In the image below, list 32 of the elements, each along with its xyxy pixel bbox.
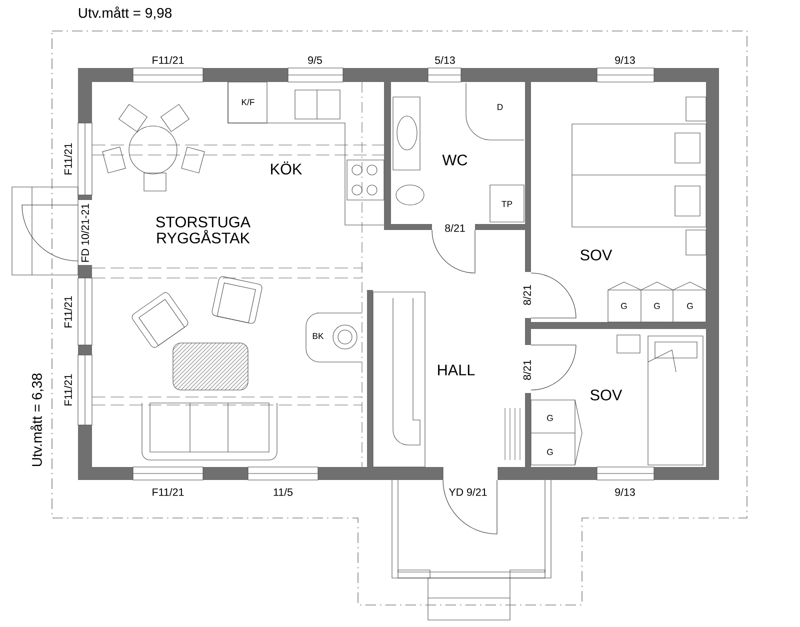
room-label: HALL bbox=[438, 364, 475, 376]
fixture-label: D bbox=[498, 104, 503, 110]
fixture-label: G bbox=[547, 414, 553, 422]
room-label: SOV bbox=[590, 390, 622, 400]
dimension-label: Utv.mått = 9,98 bbox=[78, 6, 172, 20]
room-label: SOV bbox=[580, 250, 612, 260]
fixture-label: G bbox=[687, 302, 693, 310]
door-label: YD 9/21 bbox=[448, 488, 487, 496]
dimension-label: Utv.mått = 6,38 bbox=[30, 373, 44, 466]
window-label: 9/5 bbox=[308, 56, 322, 64]
window-label: F11/21 bbox=[152, 56, 184, 64]
room-label: WC bbox=[442, 154, 468, 166]
window-label: F11/21 bbox=[64, 143, 72, 174]
window-label: 9/13 bbox=[615, 488, 635, 496]
fixture-label: K/F bbox=[242, 98, 254, 106]
window-label: F11/21 bbox=[64, 296, 72, 328]
window-label: 9/13 bbox=[615, 56, 635, 64]
fixture-label: BK bbox=[312, 333, 324, 339]
fixture-label: G bbox=[621, 302, 627, 310]
door-label: 8/21 bbox=[523, 285, 531, 305]
fixture-label: G bbox=[654, 302, 660, 310]
fixture-label: TP bbox=[502, 201, 512, 207]
room-label: STORSTUGA RYGGÅSTAK bbox=[156, 216, 251, 244]
room-label: KÖK bbox=[271, 162, 302, 174]
window-label: 11/5 bbox=[274, 488, 293, 496]
window-label: F11/21 bbox=[152, 488, 184, 496]
door-label: 8/21 bbox=[523, 360, 531, 380]
door-label: FD 10/21-21 bbox=[81, 204, 89, 262]
window-label: 5/13 bbox=[435, 56, 455, 64]
door-label: 8/21 bbox=[445, 224, 465, 232]
window-label: F11/21 bbox=[64, 374, 72, 406]
fixture-label: G bbox=[547, 448, 553, 456]
